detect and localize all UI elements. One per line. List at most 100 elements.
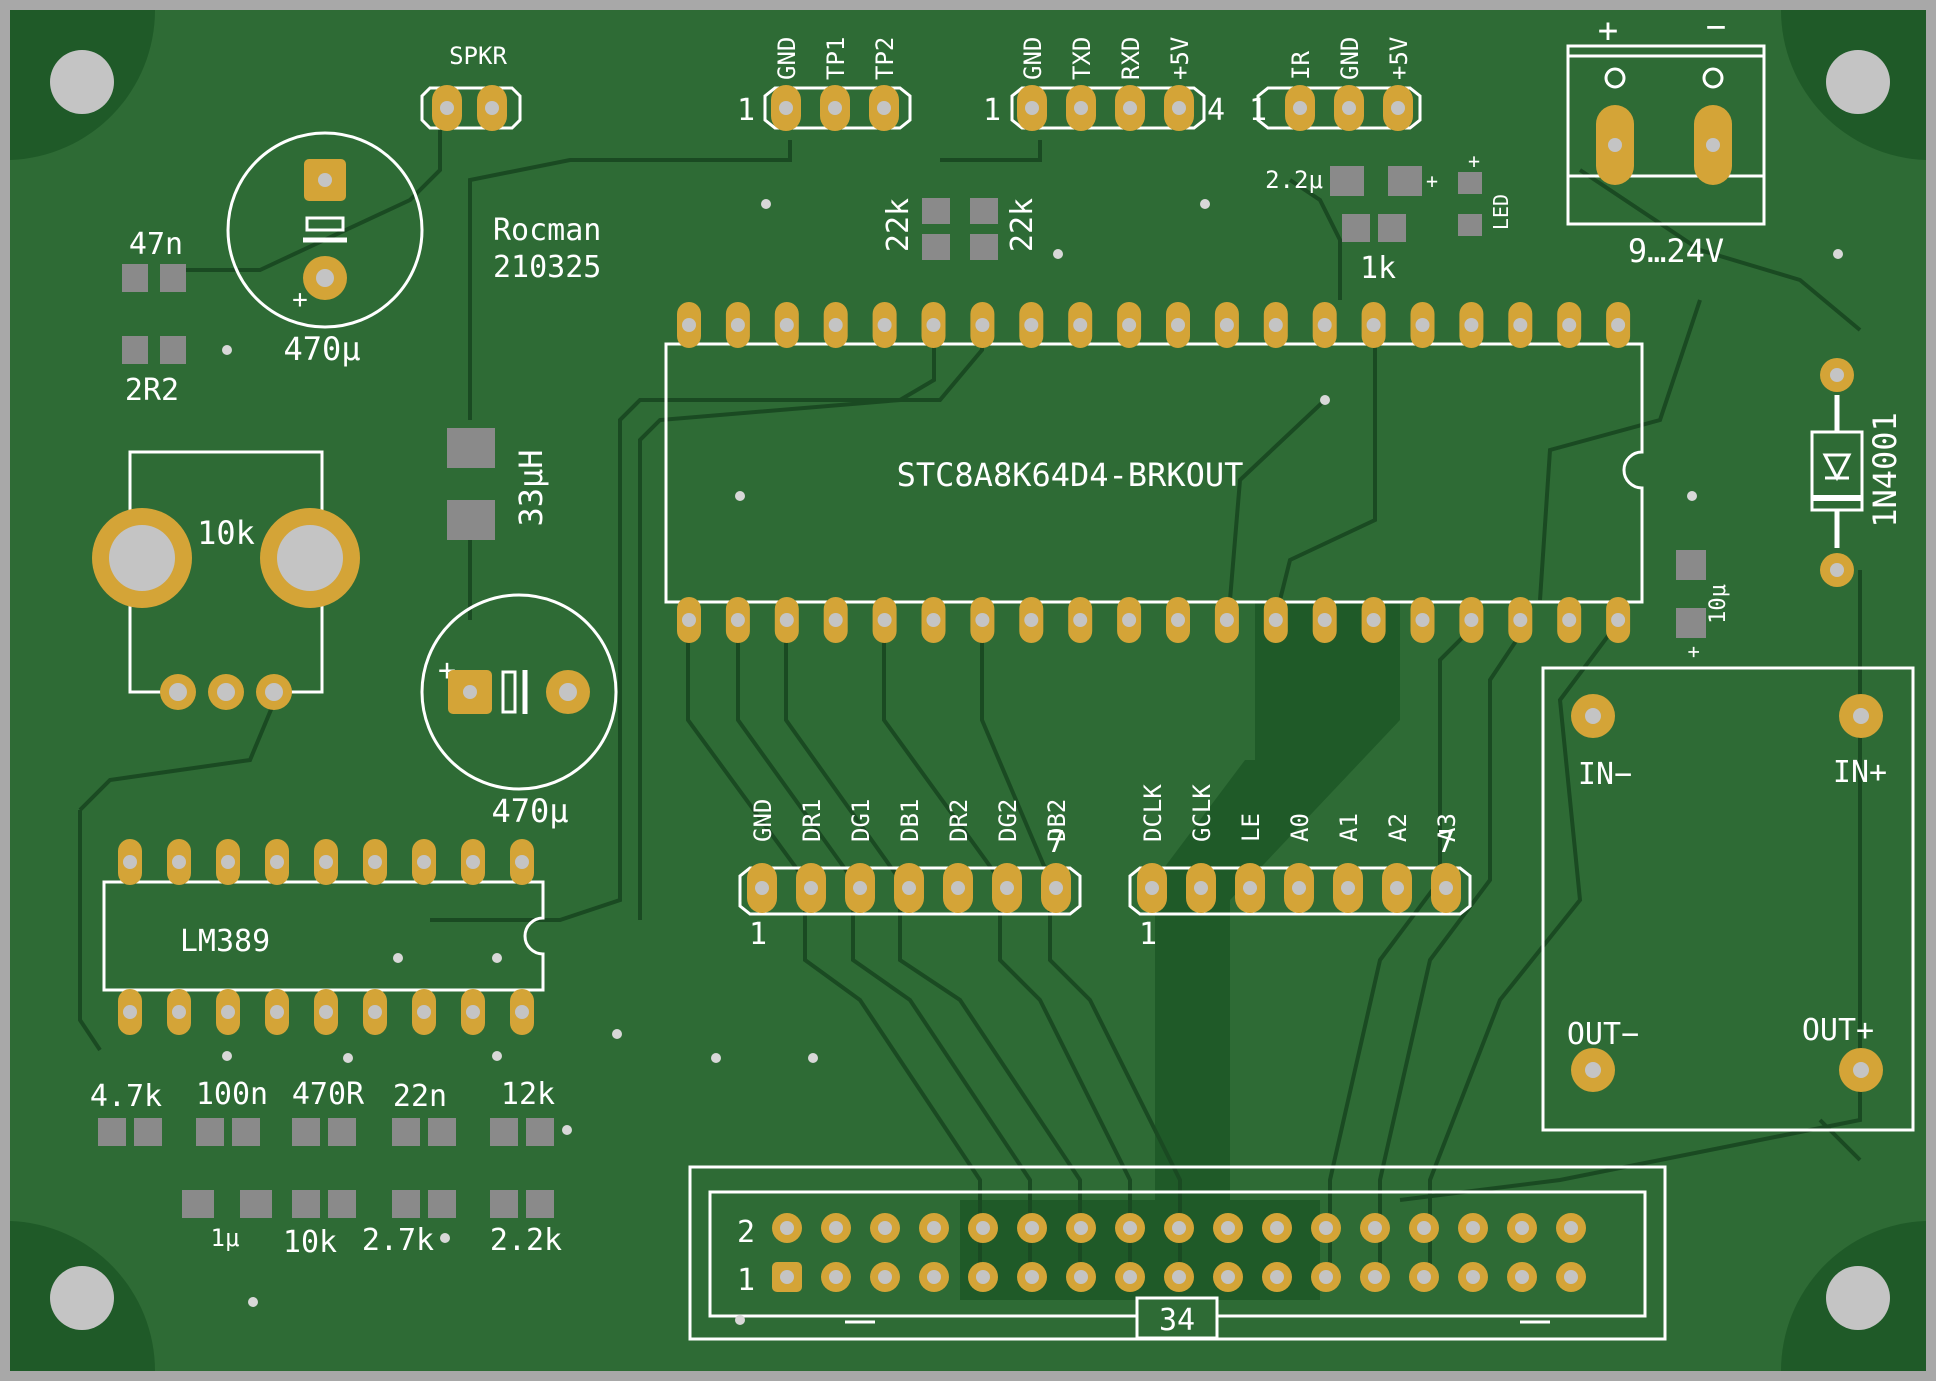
mcu-pin-drill <box>682 318 696 332</box>
data-first-pin: 1 <box>749 917 767 952</box>
mcu-pin-drill <box>682 613 696 627</box>
cap-mid-outline <box>420 593 618 791</box>
idc-pin-drill <box>1515 1221 1529 1235</box>
mounting-holes <box>10 10 1926 1371</box>
r2k7-label: 2.7k <box>362 1223 434 1258</box>
speaker-label: SPKR <box>449 42 507 70</box>
pot-pin-drill <box>169 683 187 701</box>
speaker-pin-drill <box>440 101 454 115</box>
mcu-pin-drill <box>828 613 843 627</box>
idc-pin-drill <box>976 1270 990 1284</box>
mcu-pin-drill <box>1219 318 1234 332</box>
pot-outline <box>128 450 324 694</box>
via <box>761 199 771 209</box>
module-pin-drill <box>1585 1062 1601 1078</box>
idc-pin-drill <box>1270 1270 1284 1284</box>
idc-pin-drill <box>1123 1270 1137 1284</box>
mcu-pin-drill <box>1464 318 1479 332</box>
amp-pin-drill <box>515 855 529 869</box>
idc-outline <box>688 1165 1667 1341</box>
test-pin-drill <box>877 101 891 115</box>
r4k7-label: 4.7k <box>90 1079 162 1114</box>
power-module-outline <box>1541 666 1915 1132</box>
idc-pin-drill <box>1025 1270 1039 1284</box>
test-pin-label: TP1 <box>822 37 850 80</box>
idc-pin-drill <box>1466 1221 1480 1235</box>
control-pin-drill <box>1439 881 1453 895</box>
mcu-pin-drill <box>1366 318 1381 332</box>
cap-top-label: 470μ <box>283 330 360 368</box>
control-pin-drill <box>1243 881 1257 895</box>
r2k2-label: 2.2k <box>490 1223 562 1258</box>
amp-pin-drill <box>417 1005 431 1019</box>
cap-pin-drill <box>463 685 477 699</box>
amp-pin-drill <box>466 1005 480 1019</box>
diode-pin-drill <box>1830 368 1844 382</box>
mcu-outline: STC8A8K64D4-BRKOUT <box>664 342 1644 604</box>
amp-pin-drill <box>123 855 137 869</box>
control-pin-label: DCLK <box>1139 784 1167 842</box>
mcu-pin-drill <box>1513 318 1528 332</box>
ir-pin-drill <box>1293 101 1307 115</box>
idc-pin-drill <box>1417 1270 1431 1284</box>
author-label: Rocman <box>493 213 601 248</box>
mcu-pin-drill <box>730 318 745 332</box>
idc-pin-drill <box>780 1270 794 1284</box>
idc-pin-drill <box>976 1221 990 1235</box>
terminal-pin-drill <box>1706 138 1720 152</box>
idc-pin-drill <box>1417 1221 1431 1235</box>
ir-pin-label: IR <box>1287 51 1315 80</box>
idc-pin-drill <box>1319 1221 1333 1235</box>
mcu-pin-drill <box>926 318 941 332</box>
idc-pin-drill <box>1074 1221 1088 1235</box>
data-pin-drill <box>1000 881 1014 895</box>
mcu-pin-drill <box>1317 613 1332 627</box>
mcu-pin-drill <box>1024 613 1039 627</box>
control-pin-drill <box>1390 881 1404 895</box>
led-plus: + <box>1468 149 1480 173</box>
r22k-a-label: 22k <box>881 198 916 252</box>
amp-pin-drill <box>319 1005 333 1019</box>
c10u-label: 10μ <box>1706 584 1731 624</box>
via <box>492 1051 502 1061</box>
led-label: LED <box>1489 194 1513 230</box>
r12k-label: 12k <box>501 1077 555 1112</box>
data-pin-drill <box>1049 881 1063 895</box>
pot-pin-drill <box>217 683 235 701</box>
data-pin-drill <box>755 881 769 895</box>
idc-pin-drill <box>1515 1270 1529 1284</box>
idc-pin-drill <box>1123 1221 1137 1235</box>
data-pin-label: DB2 <box>1043 799 1071 842</box>
vias <box>222 199 1843 1325</box>
mcu-label: STC8A8K64D4-BRKOUT <box>897 456 1244 494</box>
amp-pin-drill <box>368 1005 382 1019</box>
amp-pin-drill <box>270 1005 284 1019</box>
uart-pin-drill <box>1025 101 1039 115</box>
terminal-minus-label: − <box>1706 7 1726 47</box>
via <box>1320 395 1330 405</box>
diode-pin-drill <box>1830 563 1844 577</box>
cap-top-plus: + <box>292 285 308 315</box>
mcu-pin-drill <box>1219 613 1234 627</box>
test-pin-drill <box>779 101 793 115</box>
cap-top-outline <box>226 131 424 329</box>
idc-pin-drill <box>829 1270 843 1284</box>
via <box>343 1053 353 1063</box>
idc-pin-drill <box>878 1221 892 1235</box>
mcu-pin-drill <box>877 318 892 332</box>
c22n-label: 22n <box>393 1079 447 1114</box>
lm389-outline: LM389 <box>102 880 545 992</box>
via <box>1053 249 1063 259</box>
mcu-pin-drill <box>1562 613 1577 627</box>
control-pin-drill <box>1145 881 1159 895</box>
amp-pin-drill <box>368 855 382 869</box>
c2u2-plus: + <box>1426 169 1438 193</box>
mcu-pin-drill <box>1268 318 1283 332</box>
pot-pin-drill <box>277 525 343 591</box>
control-pin-label: LE <box>1237 813 1265 842</box>
cap-pin-drill <box>316 269 334 287</box>
data-pin-label: DG2 <box>994 799 1022 842</box>
data-pin-drill <box>853 881 867 895</box>
mcu-pin-drill <box>1464 613 1479 627</box>
